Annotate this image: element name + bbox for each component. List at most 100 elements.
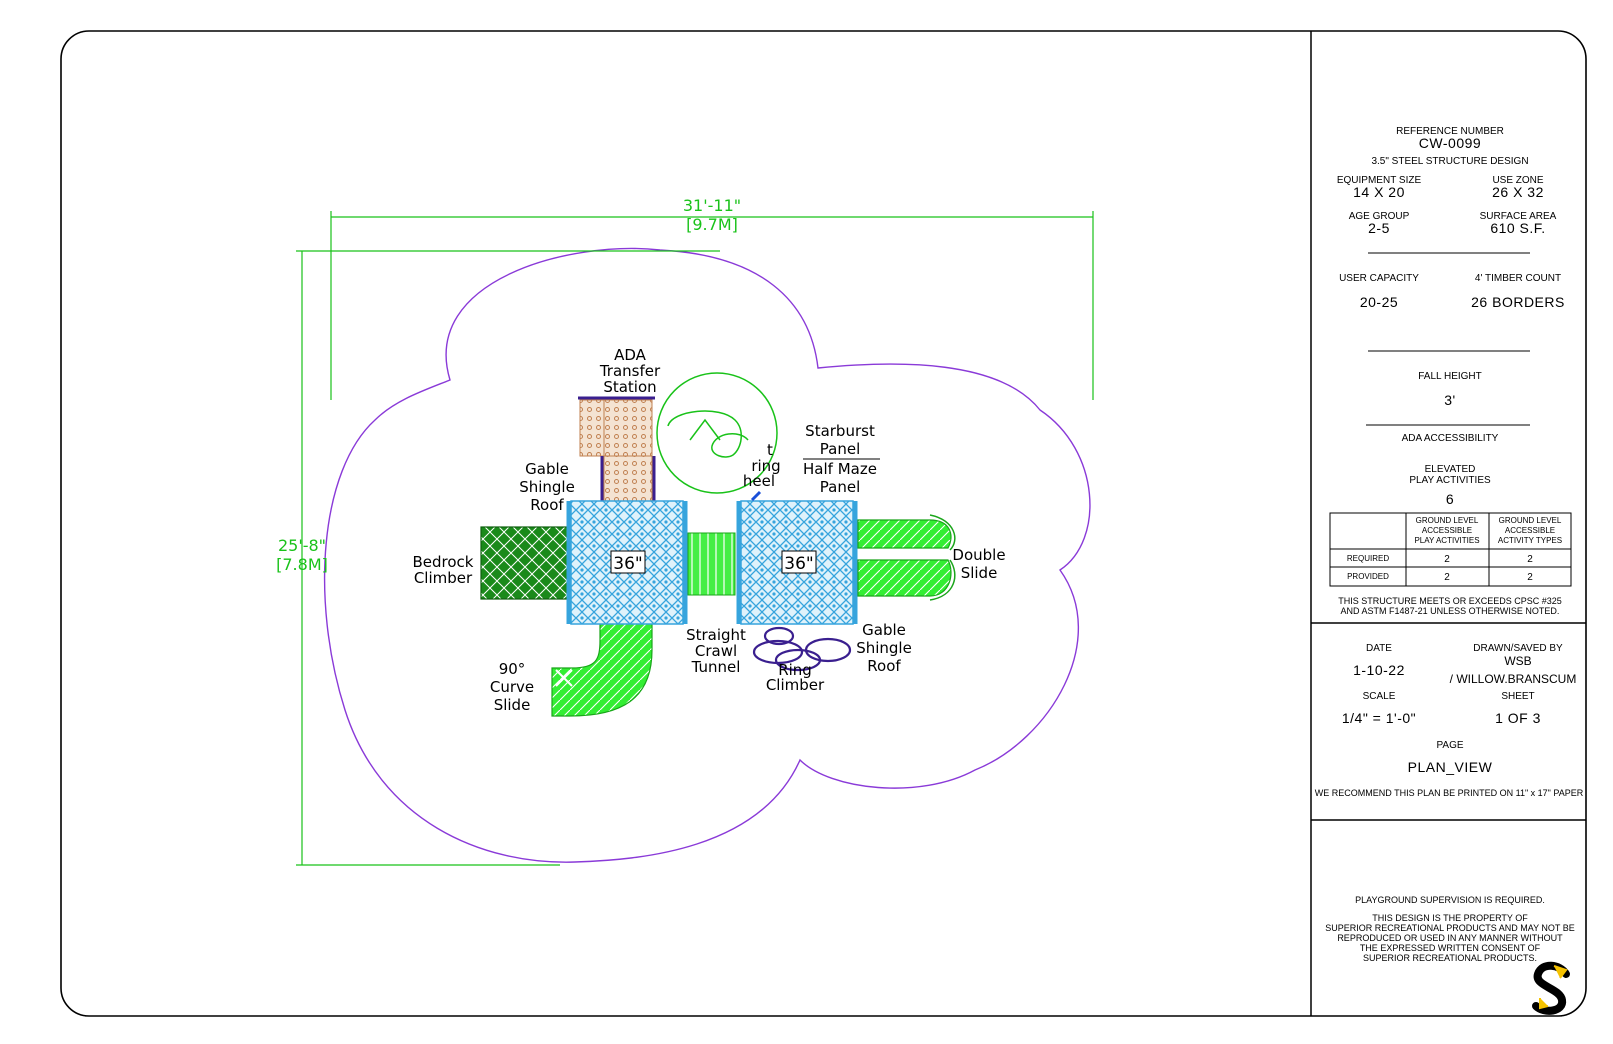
use-zone: 26 X 32 xyxy=(1492,184,1544,200)
structure-design: 3.5" STEEL STRUCTURE DESIGN xyxy=(1371,156,1528,167)
ring-climber xyxy=(752,626,852,672)
table-cell: 2 xyxy=(1444,572,1450,583)
curve-slide xyxy=(551,617,653,717)
svg-text:Double: Double xyxy=(952,546,1005,564)
svg-text:Ring: Ring xyxy=(778,661,812,679)
sheet-label: SHEET xyxy=(1501,691,1534,702)
property-notice-1: THIS DESIGN IS THE PROPERTY OF xyxy=(1372,913,1528,923)
date: 1-10-22 xyxy=(1353,662,1405,678)
label-ring-climber: Ring Climber xyxy=(766,661,825,694)
elevated-label-line-2: PLAY ACTIVITIES xyxy=(1409,475,1491,486)
drawn-by-label: DRAWN/SAVED BY xyxy=(1473,643,1563,654)
label-gable-roof-right: Gable Shingle Roof xyxy=(856,621,912,675)
svg-text:ACCESSIBLE: ACCESSIBLE xyxy=(1505,526,1555,535)
property-notice-3: REPRODUCED OR USED IN ANY MANNER WITHOUT xyxy=(1337,933,1563,943)
svg-text:t: t xyxy=(767,441,773,459)
svg-text:90°: 90° xyxy=(499,660,526,678)
svg-text:Panel: Panel xyxy=(820,478,860,496)
equipment-size: 14 X 20 xyxy=(1353,184,1405,200)
svg-text:Gable: Gable xyxy=(525,460,569,478)
equipment-size-label: EQUIPMENT SIZE xyxy=(1337,175,1422,186)
drawn-path: / WILLOW.BRANSCUM xyxy=(1450,672,1577,686)
svg-text:PLAY ACTIVITIES: PLAY ACTIVITIES xyxy=(1414,536,1479,545)
label-steering-wheel-fragment: t ring heel xyxy=(743,441,781,490)
deck-right-height: 36" xyxy=(784,554,813,574)
timber-count-label: 4' TIMBER COUNT xyxy=(1475,273,1561,284)
reference-number: CW-0099 xyxy=(1419,135,1481,151)
straight-crawl-tunnel xyxy=(687,532,736,596)
svg-text:ADA: ADA xyxy=(614,346,647,364)
age-group: 2-5 xyxy=(1368,220,1390,236)
table-row-label: PROVIDED xyxy=(1347,572,1389,581)
dimension-width-imperial: 31'-11" xyxy=(683,196,741,215)
svg-text:Slide: Slide xyxy=(961,564,998,582)
bedrock-climber xyxy=(480,526,570,600)
compliance-line-2: AND ASTM F1487-21 UNLESS OTHERWISE NOTED… xyxy=(1341,606,1560,616)
svg-text:GROUND LEVEL: GROUND LEVEL xyxy=(1499,516,1562,525)
svg-text:Climber: Climber xyxy=(766,676,825,694)
sheet-border xyxy=(60,30,1587,1017)
label-double-slide: Double Slide xyxy=(952,546,1005,582)
svg-text:Roof: Roof xyxy=(530,496,564,514)
svg-text:Tunnel: Tunnel xyxy=(691,658,741,676)
double-slide xyxy=(857,514,956,601)
steering-wheel-panel xyxy=(656,372,778,494)
scale: 1/4" = 1'-0" xyxy=(1342,710,1416,726)
svg-text:ACTIVITY TYPES: ACTIVITY TYPES xyxy=(1498,536,1562,545)
fall-height-label: FALL HEIGHT xyxy=(1418,371,1482,382)
company-logo xyxy=(1532,961,1570,1015)
supervision-note: PLAYGROUND SUPERVISION IS REQUIRED. xyxy=(1355,895,1545,905)
svg-text:GROUND LEVEL: GROUND LEVEL xyxy=(1416,516,1479,525)
svg-text:Roof: Roof xyxy=(867,657,901,675)
page-label: PAGE xyxy=(1436,740,1463,751)
label-ada-transfer-station: ADA Transfer Station xyxy=(599,346,661,396)
svg-text:Slide: Slide xyxy=(494,696,531,714)
use-zone-outline xyxy=(323,247,1091,863)
svg-text:Gable: Gable xyxy=(862,621,906,639)
scale-label: SCALE xyxy=(1363,691,1396,702)
sheet-number: 1 OF 3 xyxy=(1495,710,1541,726)
fall-height: 3' xyxy=(1444,392,1455,408)
svg-text:Crawl: Crawl xyxy=(695,642,737,660)
deck-left-height: 36" xyxy=(613,554,642,574)
svg-text:Shingle: Shingle xyxy=(856,639,912,657)
table-cell: 2 xyxy=(1444,554,1450,565)
label-gable-roof-left: Gable Shingle Roof xyxy=(519,460,575,514)
svg-text:Half Maze: Half Maze xyxy=(803,460,877,478)
user-capacity: 20-25 xyxy=(1360,294,1398,310)
svg-text:ring: ring xyxy=(751,457,780,475)
label-straight-crawl-tunnel: Straight Crawl Tunnel xyxy=(686,626,746,676)
label-curve-slide: 90° Curve Slide xyxy=(490,660,534,714)
reference-number-label: REFERENCE NUMBER xyxy=(1396,126,1504,137)
deck-right xyxy=(736,490,858,625)
ada-transfer-station xyxy=(578,396,656,505)
title-block: REFERENCE NUMBER CW-0099 3.5" STEEL STRU… xyxy=(1315,126,1584,963)
dimension-width xyxy=(330,211,1094,400)
svg-text:Station: Station xyxy=(603,378,656,396)
dimension-width-metric: [9.7M] xyxy=(686,215,738,234)
table-cell: 2 xyxy=(1527,554,1533,565)
svg-text:heel: heel xyxy=(743,472,775,490)
user-capacity-label: USER CAPACITY xyxy=(1339,273,1419,284)
svg-text:Climber: Climber xyxy=(414,569,473,587)
property-notice-2: SUPERIOR RECREATIONAL PRODUCTS AND MAY N… xyxy=(1325,923,1575,933)
print-note: WE RECOMMEND THIS PLAN BE PRINTED ON 11"… xyxy=(1315,788,1584,798)
use-zone-label: USE ZONE xyxy=(1492,175,1543,186)
svg-text:Transfer: Transfer xyxy=(599,362,661,380)
svg-text:Bedrock: Bedrock xyxy=(413,553,474,571)
page-name: PLAN_VIEW xyxy=(1408,759,1493,775)
property-notice-4: THE EXPRESSED WRITTEN CONSENT OF xyxy=(1360,943,1541,953)
property-notice-5: SUPERIOR RECREATIONAL PRODUCTS. xyxy=(1363,953,1537,963)
surface-area: 610 S.F. xyxy=(1490,220,1545,236)
dimension-depth-metric: [7.8M] xyxy=(276,555,328,574)
age-group-label: AGE GROUP xyxy=(1349,211,1410,222)
label-bedrock-climber: Bedrock Climber xyxy=(413,553,474,587)
date-label: DATE xyxy=(1366,643,1392,654)
elevated-label-line-1: ELEVATED xyxy=(1425,464,1476,475)
svg-text:Straight: Straight xyxy=(686,626,746,644)
deck-left xyxy=(566,500,688,625)
elevated-count: 6 xyxy=(1446,491,1454,507)
table-cell: 2 xyxy=(1527,572,1533,583)
ada-accessibility-label: ADA ACCESSIBILITY xyxy=(1402,433,1499,444)
